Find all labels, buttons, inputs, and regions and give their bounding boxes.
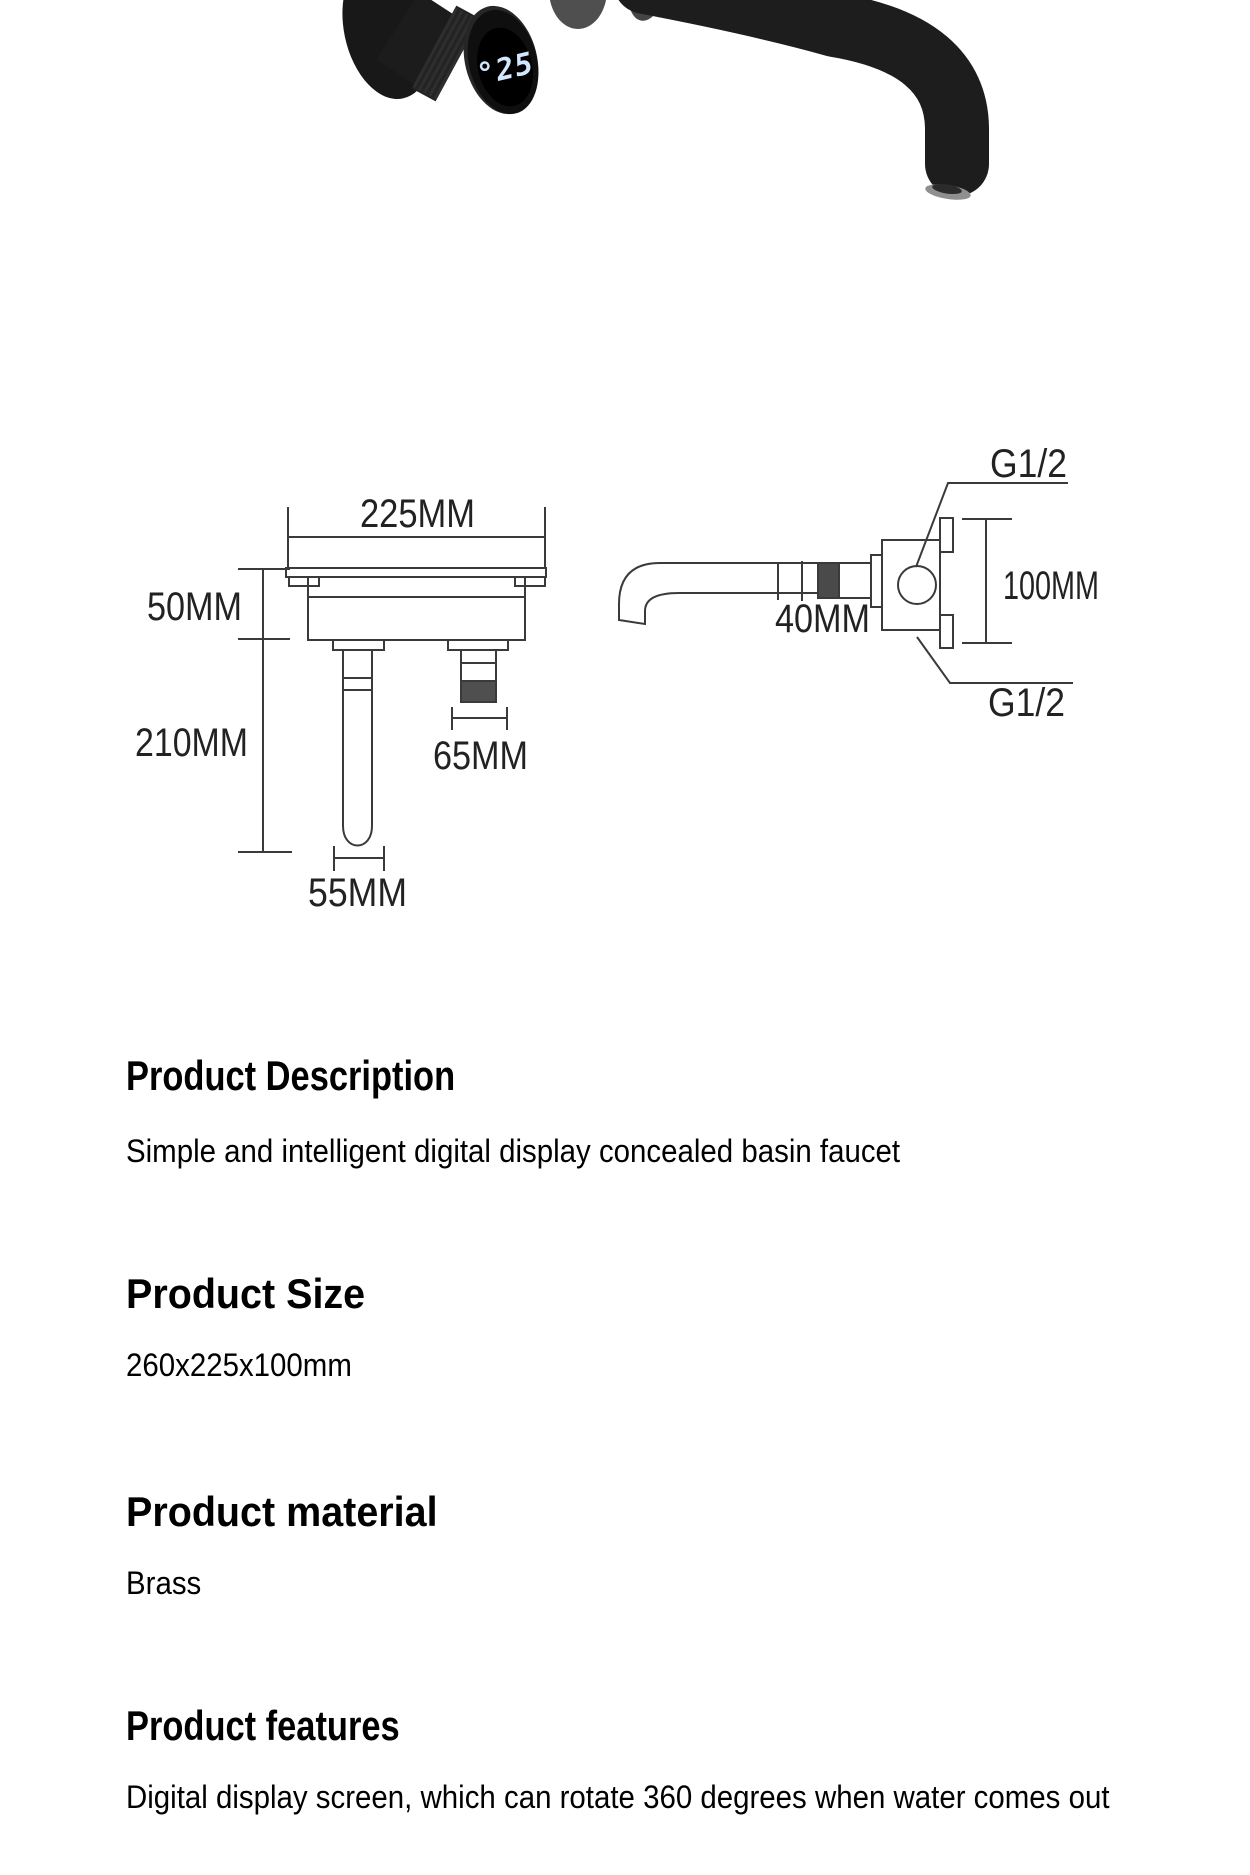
dim-line-225 [287, 507, 546, 567]
section-body-product-features: Digital display screen, which can rotate… [126, 1779, 1110, 1815]
valve-port [897, 565, 937, 605]
spout-ticks [777, 561, 803, 601]
mount-tab-top [939, 517, 954, 553]
inlet-pipe [342, 650, 373, 847]
dim-label-body-height: 50MM [147, 585, 242, 629]
spout-outline [618, 562, 817, 626]
section-heading-product-features: Product features [126, 1702, 400, 1749]
diagram-side-view: 40MM 100MM G1/2 G1/2 [618, 442, 1099, 725]
dim-label-pipe-tail-width: 55MM [308, 871, 407, 915]
dimension-diagram: 225MM 50MM 210MM 55MM 65MM [135, 442, 1099, 915]
inlet-pipe-collar [332, 639, 385, 651]
dim-label-wall-depth: 40MM [775, 597, 870, 641]
faucet-spout-assembly [549, 0, 989, 200]
plate-tab-left [288, 576, 320, 587]
dim-label-width: 225MM [360, 492, 475, 536]
plate-tab-right [514, 576, 546, 587]
section-heading-product-size: Product Size [126, 1270, 366, 1317]
section-body-product-description: Simple and intelligent digital display c… [126, 1133, 901, 1169]
body-collar [870, 554, 883, 608]
dim-label-pipe-length: 210MM [135, 721, 248, 765]
section-heading-product-material: Product material [126, 1488, 438, 1535]
dim-label-valve-stub-width: 65MM [433, 734, 528, 778]
spout-aerator-face [932, 183, 962, 195]
diagram-front-view: 225MM 50MM 210MM 55MM 65MM [135, 492, 547, 915]
mount-tab-bottom [939, 614, 954, 649]
dim-label-thread-bottom: G1/2 [988, 681, 1065, 725]
dim-label-plate-height: 100MM [1003, 564, 1099, 608]
dim-line-100 [962, 518, 1012, 644]
leader-thread-bottom [916, 636, 1073, 684]
valve-body-side [881, 539, 941, 631]
handle-knurl-texture [412, 7, 480, 100]
section-body-product-size: 260x225x100mm [126, 1347, 352, 1383]
mounting-plate [285, 567, 547, 578]
valve-body [307, 576, 526, 641]
section-heading-product-description: Product Description [126, 1052, 456, 1099]
shaft-section [838, 562, 872, 599]
valve-stub-collar [447, 639, 509, 651]
wall-rosette-right [549, 0, 607, 29]
faucet-handle-assembly: °25 [342, 0, 539, 115]
leader-thread-top [915, 482, 1068, 568]
dim-line-65 [451, 707, 508, 730]
dim-line-50-210 [238, 568, 292, 853]
digital-display-screen [477, 27, 533, 107]
wall-section-block [817, 562, 840, 599]
spout-tube [618, 0, 989, 196]
product-photo: °25 [342, 0, 989, 200]
dim-label-thread-top: G1/2 [990, 442, 1067, 486]
dim-line-55 [333, 846, 385, 871]
section-body-product-material: Brass [126, 1565, 202, 1601]
handle-neck [376, 0, 460, 86]
valve-stub-cartridge [460, 680, 497, 703]
